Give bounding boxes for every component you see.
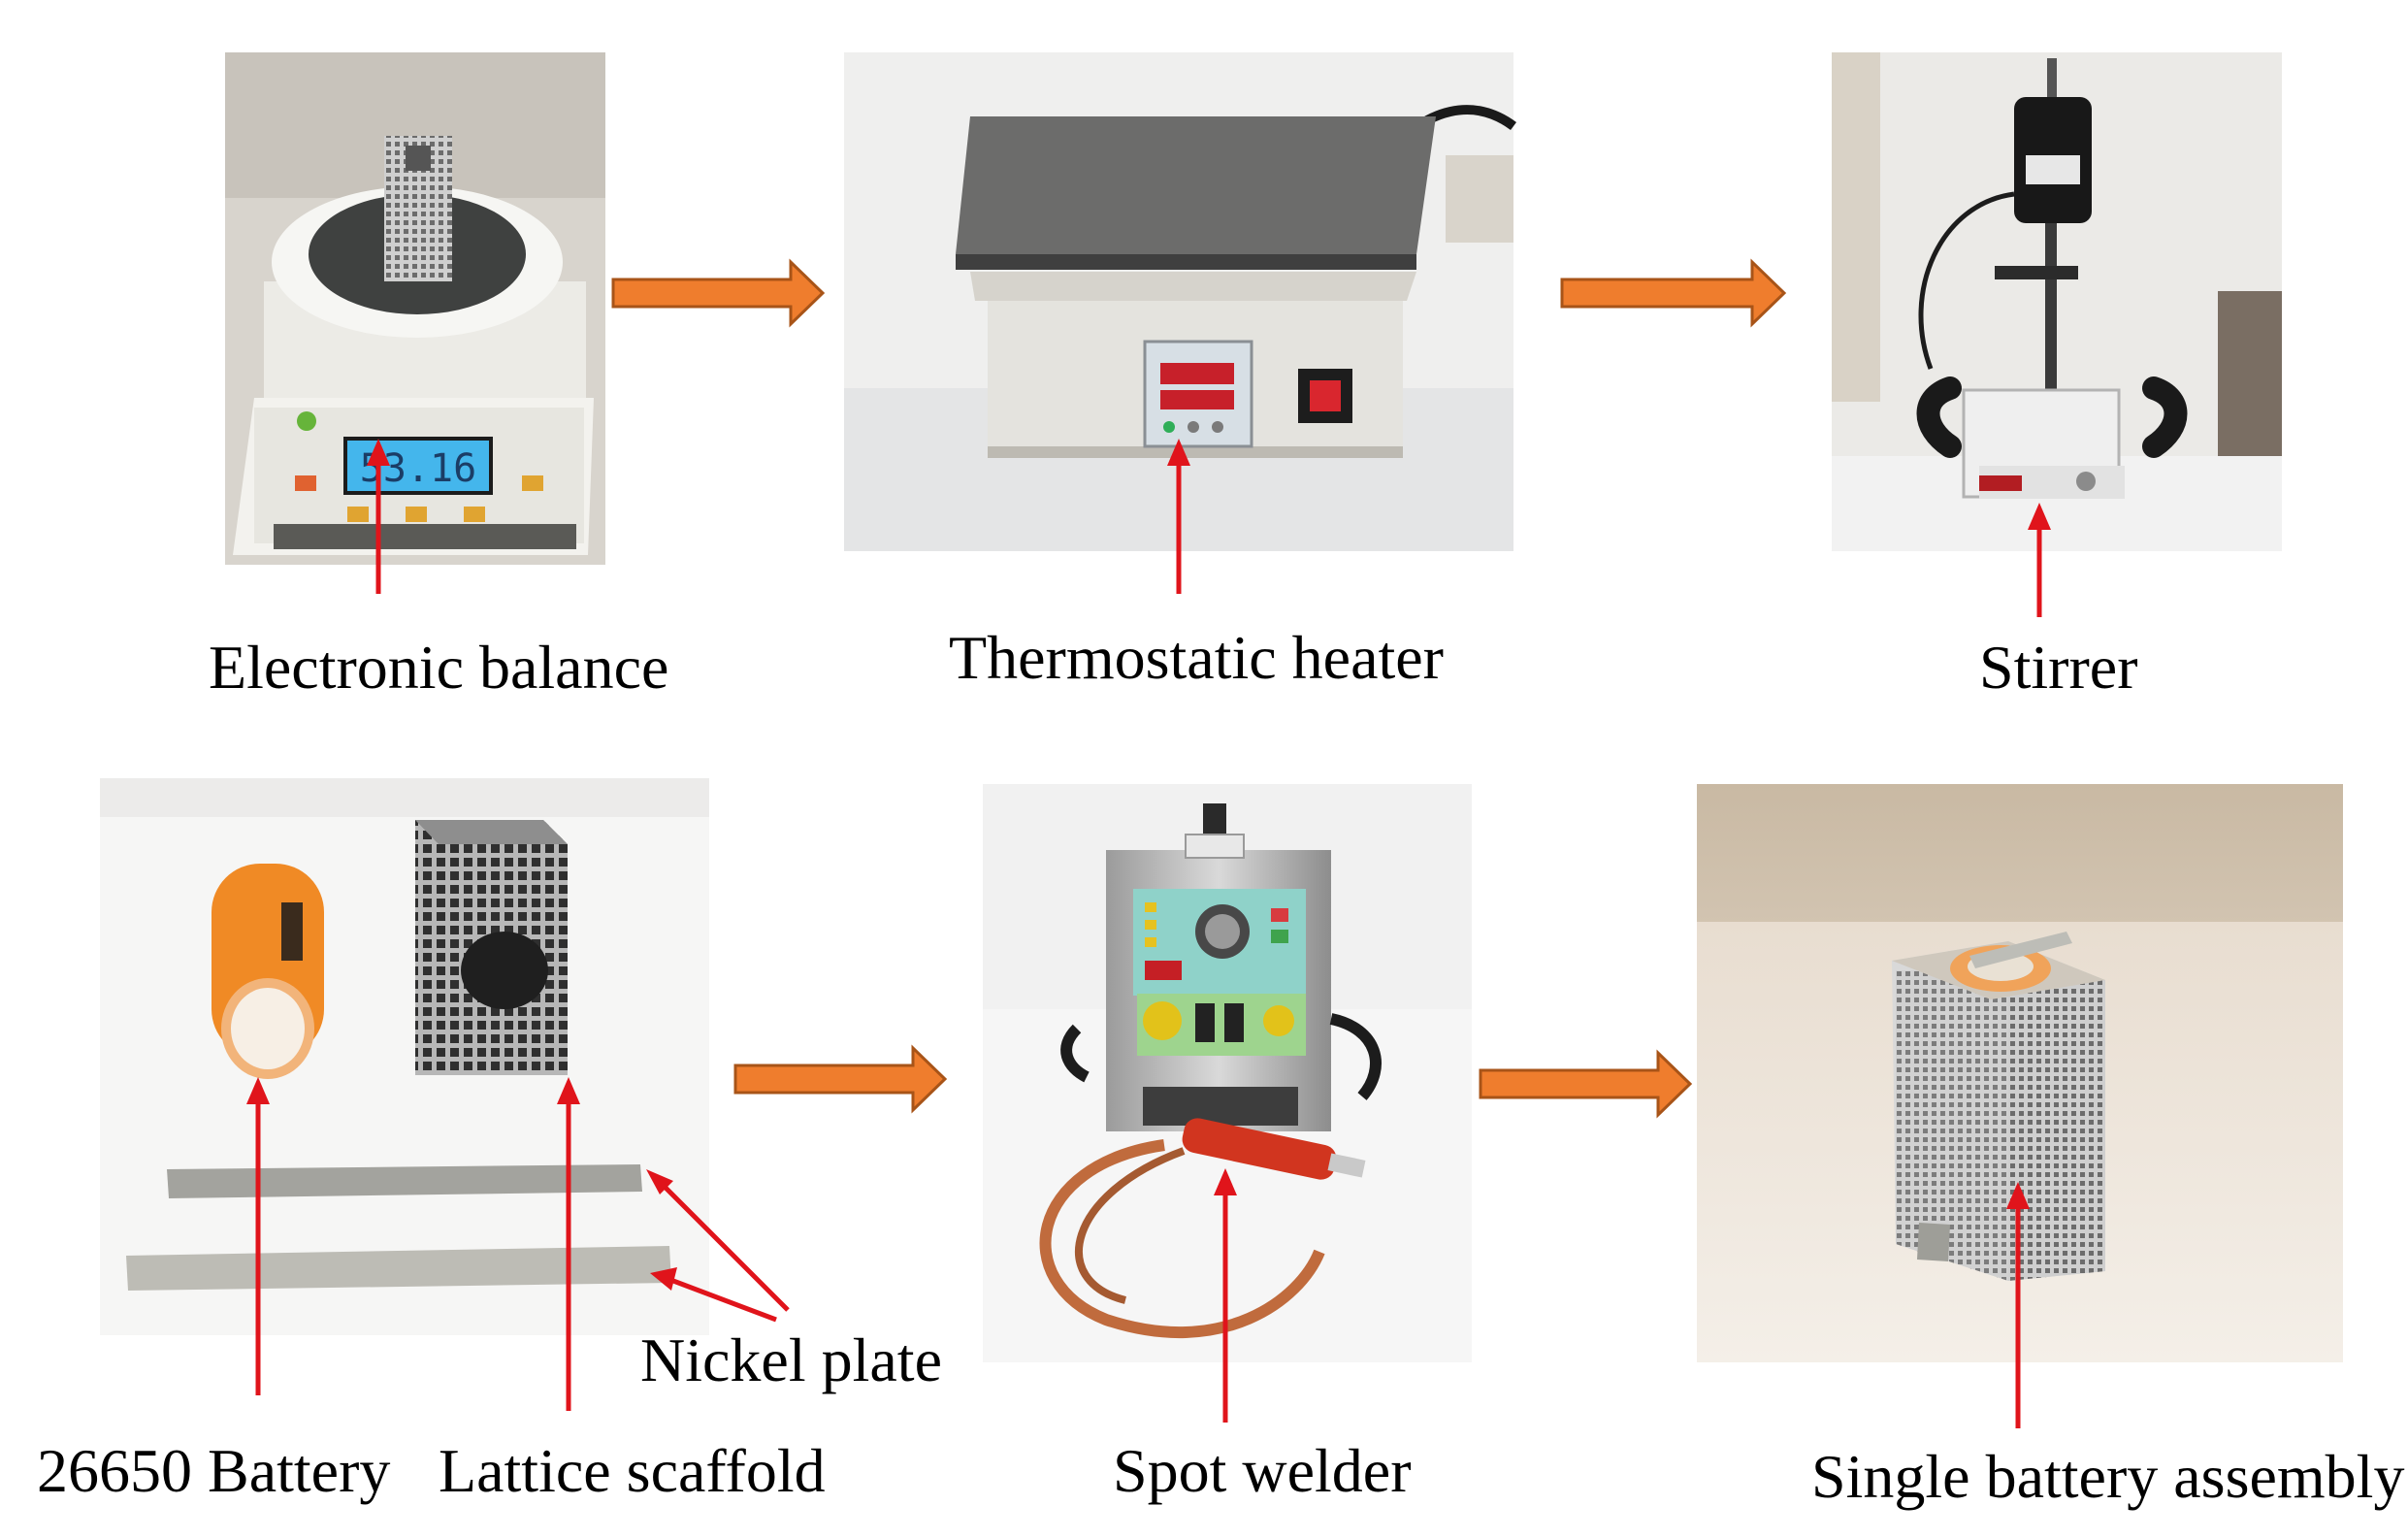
pointer-nickel-plate-lower [650,1267,777,1323]
photo-spot-welder [983,784,1472,1362]
label-spot-welder: Spot welder [1113,1436,1412,1505]
label-nickel-plate: Nickel plate [640,1325,942,1394]
flow-arrow-4 [1479,1049,1693,1119]
label-thermostatic-heater: Thermostatic heater [949,623,1444,692]
label-electronic-balance: Electronic balance [209,633,669,702]
pointer-single-battery-assembly [2006,1182,2030,1428]
pointer-thermostatic-heater [1167,439,1190,594]
pointer-lattice-scaffold [557,1077,580,1411]
photo-thermostatic-heater [844,52,1516,551]
photo-stirrer [1832,52,2282,551]
flow-arrow-1 [611,258,826,328]
label-lattice-scaffold: Lattice scaffold [439,1436,826,1505]
photo-battery-scaffold-nickel [100,778,709,1335]
flow-arrow-2 [1560,258,1787,328]
label-single-battery-assembly: Single battery assembly [1811,1442,2405,1511]
flow-arrow-3 [733,1044,948,1114]
pointer-nickel-plate-upper [646,1169,790,1312]
pointer-electronic-balance [367,439,390,594]
pointer-spot-welder [1214,1168,1237,1423]
label-26650-battery: 26650 Battery [37,1436,391,1505]
photo-electronic-balance: 53.16 [225,52,605,565]
pointer-stirrer [2028,503,2051,617]
label-stirrer: Stirrer [1979,633,2138,702]
pointer-26650-battery [246,1077,270,1395]
